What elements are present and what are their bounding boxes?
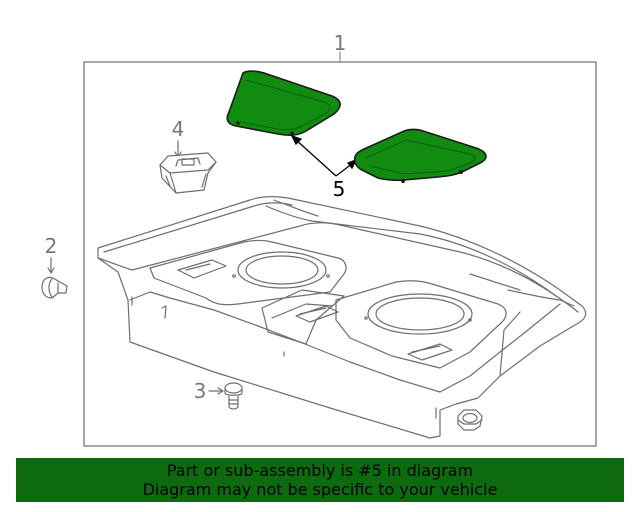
callout-1: 1 [334, 31, 347, 55]
callout-2: 2 [45, 234, 58, 258]
callout-5-leaders [290, 134, 358, 177]
bolt-part [208, 382, 243, 410]
lamp-bracket-part [159, 140, 217, 194]
push-pin-clip-part [41, 257, 68, 299]
banner-line-2: Diagram may not be specific to your vehi… [142, 480, 498, 499]
nut-part [457, 409, 483, 431]
callout-4: 4 [172, 117, 185, 141]
package-shelf-part [97, 196, 587, 439]
callout-3: 3 [194, 379, 207, 403]
parts-diagram: 1 2 3 4 5 [41, 31, 597, 447]
callout-5: 5 [333, 177, 346, 201]
banner-line-1: Part or sub-assembly is #5 in diagram [166, 461, 474, 480]
speaker-cover-left-part [226, 70, 341, 137]
part-notice-banner: Part or sub-assembly is #5 in diagram Di… [16, 458, 624, 502]
speaker-cover-right-part [353, 128, 487, 183]
